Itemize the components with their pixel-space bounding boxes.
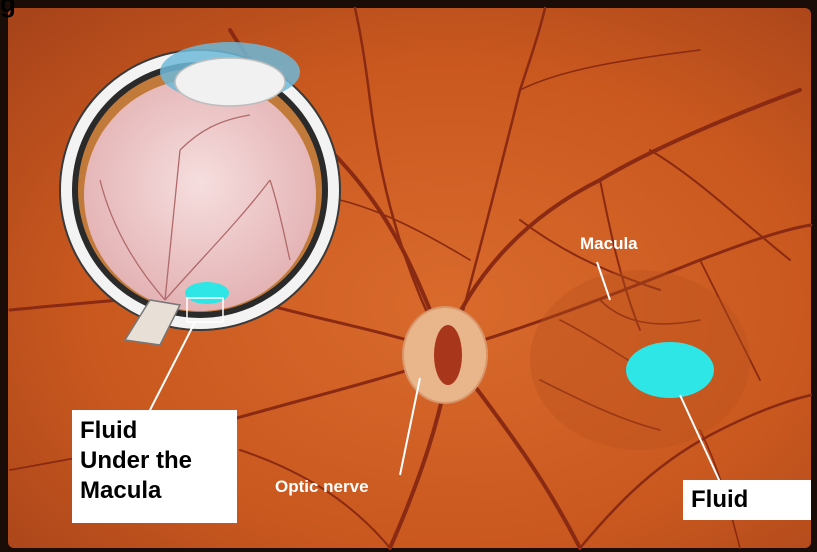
fluid-under-line-2: Under the <box>80 446 237 476</box>
fluid-under-line-1: Fluid <box>80 416 237 446</box>
fluid-under-macula-label: Fluid Under the Macula <box>72 410 237 523</box>
fluid-under-line-3: Macula <box>80 476 237 506</box>
optic-nerve-label: Optic nerve <box>275 477 369 497</box>
fluid-spot <box>626 342 714 398</box>
corner-glyph: g <box>0 0 16 19</box>
macula-label: Macula <box>580 234 638 254</box>
optic-cup-vessels <box>434 325 462 385</box>
fluid-label: Fluid <box>683 480 811 520</box>
